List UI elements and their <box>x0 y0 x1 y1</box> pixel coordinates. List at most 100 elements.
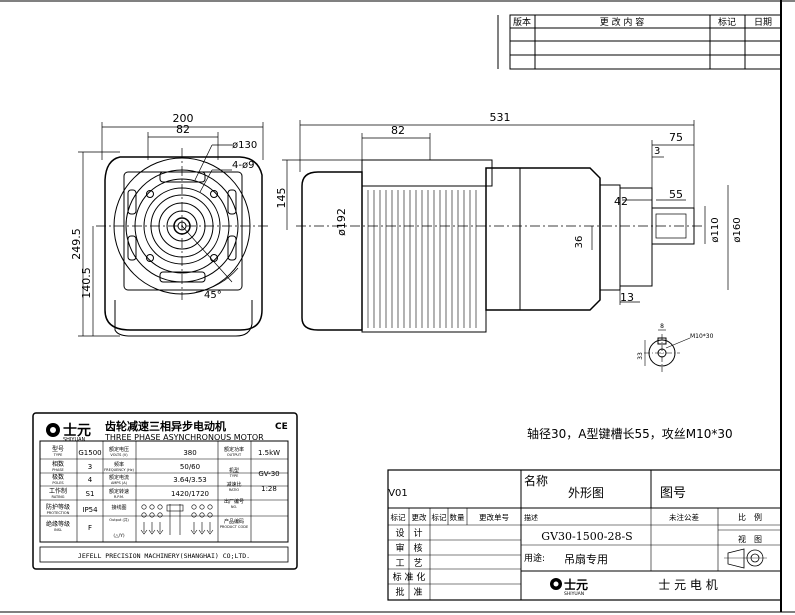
row4-label3: 减速比 <box>226 481 241 488</box>
row5-value: IP54 <box>82 506 98 514</box>
dim-dia-130: ø130 <box>232 140 257 151</box>
revision-header-mark: 标记 <box>718 16 736 28</box>
nameplate-row-2: 相数 PHASE 3 频率 FREQUENCY (Hz) 50/60 <box>52 460 200 472</box>
row6-sub3: PRODUCT CODE <box>220 525 248 529</box>
dim-len-82: 82 <box>391 124 405 137</box>
title-block-brand-pinyin: SHIYUAN <box>564 591 584 597</box>
shaft-note: 轴径30，A型键槽长55，攻丝M10*30 <box>527 426 733 441</box>
row3-sub3: TYPE <box>229 474 239 478</box>
dim-dia-192: ø192 <box>335 208 348 236</box>
dim-height-145: 145 <box>275 188 288 209</box>
row4-value3: 1:28 <box>261 485 277 493</box>
dim-angle-45: 45° <box>204 290 222 301</box>
dim-dia-110: ø110 <box>710 217 721 242</box>
sign-row-process: 工 艺 <box>395 558 422 569</box>
title-col-change-no: 更改单号 <box>479 512 509 522</box>
row5-sub: PROTECTION <box>47 511 70 515</box>
row1-sub3: OUTPUT <box>227 453 242 457</box>
row1-value3: 1.5kW <box>258 449 280 457</box>
row1-label3: 额定功率 <box>224 446 244 453</box>
row3-label: 极数 <box>52 473 64 481</box>
front-view <box>78 122 270 337</box>
row1-sub2: VOLTS (V) <box>110 453 128 457</box>
row2-label2: 频率 <box>114 461 124 468</box>
dim-dia-160: ø160 <box>732 217 743 242</box>
dim-thread: M10*30 <box>690 333 714 340</box>
row6-value: F <box>88 524 92 532</box>
nameplate-title-cn: 齿轮减速三相异步电动机 <box>105 419 226 433</box>
dim-len-55: 55 <box>669 188 683 201</box>
dim-holes: 4-ø9 <box>232 160 254 171</box>
row4-sub2: R.P.M. <box>114 495 124 499</box>
row6-sub: INSL <box>54 528 62 532</box>
nameplate-brand: 士元 <box>63 422 91 439</box>
dim-height-140-5: 140.5 <box>80 267 93 299</box>
title-view-label: 视 图 <box>738 534 762 544</box>
row1-label2: 额定电压 <box>109 446 129 453</box>
row4-value2: 1420/1720 <box>171 490 209 498</box>
title-col-mark-2: 标记 <box>432 512 447 522</box>
revision-table <box>497 14 782 70</box>
row6-label3: 产品编码 <box>224 518 244 525</box>
side-view <box>282 120 729 333</box>
title-model-label: 描述 <box>524 513 538 522</box>
nameplate-row-6: 绝缘等级 INSL F 产品编码 PRODUCT CODE <box>46 518 248 532</box>
title-drawing-no-label: 图号 <box>660 486 686 501</box>
row3-value2: 3.64/3.53 <box>173 476 207 484</box>
row2-sub2: FREQUENCY (Hz) <box>104 468 134 472</box>
sign-row-approve: 批 准 <box>395 586 422 598</box>
dim-length-531: 531 <box>490 111 511 124</box>
title-model-value: GV30-1500-28-S <box>541 530 632 543</box>
nameplate-row-4: 工作制 RATING S1 额定转速 R.P.M. 1420/1720 减速比 … <box>49 481 277 499</box>
dim-height-36: 36 <box>574 236 585 249</box>
dim-height-249-5: 249.5 <box>70 228 83 260</box>
dim-len-13: 13 <box>620 291 634 304</box>
title-use-label: 用途: <box>524 552 545 564</box>
nameplate-ce-mark: CE <box>275 422 288 432</box>
title-block-brand: 士元 <box>564 577 588 592</box>
title-block-logo <box>550 578 562 590</box>
title-col-mark: 标记 <box>391 512 406 522</box>
dim-len-75: 75 <box>669 131 683 144</box>
title-col-change: 更改 <box>412 512 427 522</box>
sign-row-review: 审 核 <box>395 542 422 554</box>
key-section-view <box>644 329 691 372</box>
row4-value: S1 <box>86 490 95 498</box>
wiring-label-a: Output (共) <box>109 517 129 522</box>
row3-value: 4 <box>88 476 93 484</box>
row3-value3: GV-30 <box>258 470 279 478</box>
row4-sub3: RATIO <box>229 488 240 492</box>
row1-label: 型号 <box>52 445 64 453</box>
revision-header-content: 更 改 内 容 <box>600 16 645 28</box>
row1-value2: 380 <box>183 449 196 457</box>
dim-key-width: 8 <box>660 323 664 330</box>
wiring-diagram-icon <box>140 504 214 535</box>
nameplate-title-en: THREE PHASE ASYNCHRONOUS MOTOR <box>104 433 264 442</box>
row5-label2: 接线图 <box>111 504 126 511</box>
title-scale-label: 比 例 <box>738 512 762 522</box>
nameplate-company-en: JEFELL PRECISION MACHINERY(SHANGHAI) CO;… <box>78 552 250 560</box>
title-name-value: 外形图 <box>568 486 604 500</box>
sign-row-design: 设 计 <box>395 527 422 539</box>
nameplate-brand-pinyin: SHIYUAN <box>63 437 86 443</box>
row5-label: 防护等级 <box>46 503 70 511</box>
title-company-cn: 士 元 电 机 <box>658 578 717 592</box>
row5-sub3: NO. <box>231 505 237 509</box>
sign-row-standard: 标 准 化 <box>393 571 426 583</box>
nameplate-row-1: 型号 TYPE G1500 额定电压 VOLTS (V) 380 额定功率 OU… <box>52 445 280 457</box>
title-version: V01 <box>388 488 408 499</box>
title-name-label: 名称 <box>524 473 548 488</box>
row6-label: 绝缘等级 <box>46 520 70 528</box>
row1-sub: TYPE <box>53 453 63 457</box>
nameplate-row-5: 防护等级 PROTECTION IP54 接线图 出厂编号 NO. <box>46 498 244 515</box>
wiring-label-b: (△/Y) <box>113 533 124 539</box>
title-col-quantity: 数量 <box>450 512 465 522</box>
title-tolerance-label: 未注公差 <box>669 512 699 522</box>
projection-symbol <box>724 548 767 569</box>
dim-len-3: 3 <box>654 146 660 157</box>
row2-sub: PHASE <box>52 468 64 472</box>
nameplate-row-3: 极数 POLES 4 额定电流 AMPS (A) 3.64/3.53 机型 TY… <box>52 467 280 485</box>
title-block <box>387 469 782 601</box>
row5-label3: 出厂编号 <box>224 498 244 505</box>
row3-sub2: AMPS (A) <box>111 481 128 485</box>
